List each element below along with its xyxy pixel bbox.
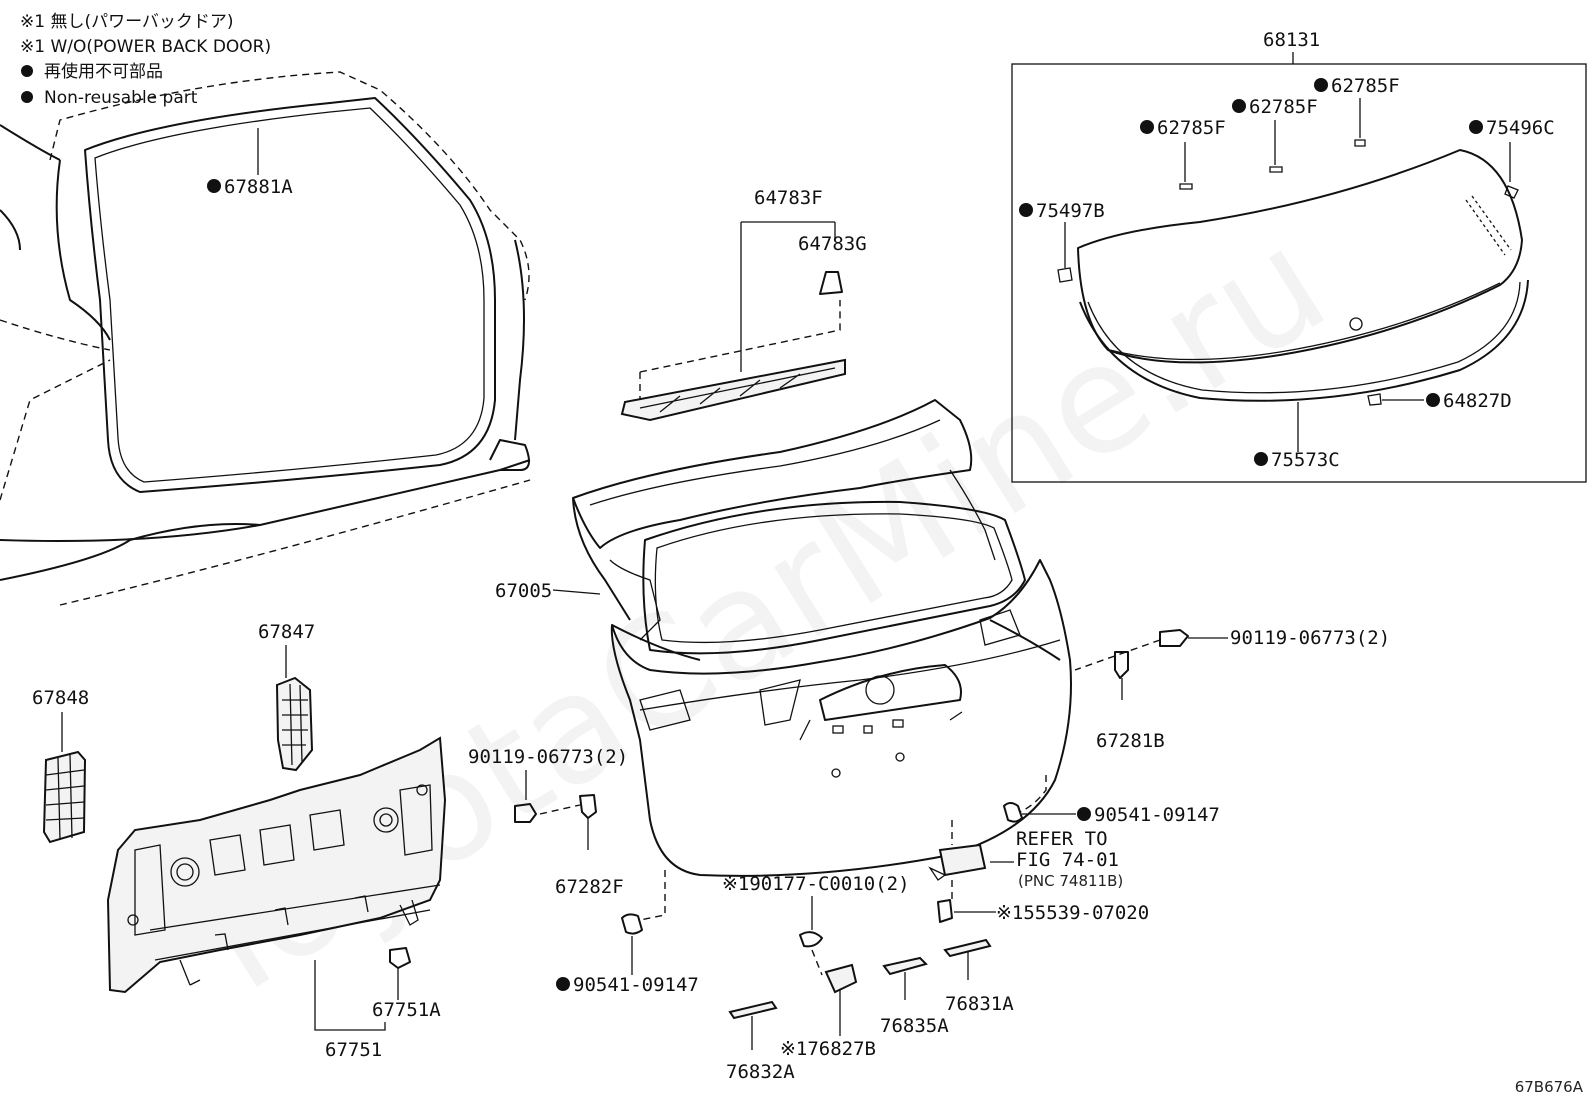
cover-67847-ribs <box>282 683 308 766</box>
non-reusable-dot-icon <box>556 977 570 991</box>
non-reusable-dot-icon <box>1426 393 1440 407</box>
guide-line <box>1074 639 1161 671</box>
back-glass <box>1077 149 1523 364</box>
non-reusable-dot-icon <box>207 179 221 193</box>
part-label-90119-left: 90119-06773(2) <box>468 746 628 768</box>
guide-line <box>639 870 666 921</box>
cover-67848-ribs <box>45 754 85 841</box>
refer-line-2: FIG 74-01 <box>1016 849 1119 871</box>
non-reusable-dot-icon <box>21 91 33 103</box>
leader-lines <box>1064 98 1511 268</box>
bolt-90119-right <box>1159 629 1189 647</box>
glass-dam-inner <box>1087 281 1521 394</box>
part-label-90177: ※190177-C0010(2) <box>722 873 910 895</box>
license-lamp-housing <box>819 664 962 721</box>
garnish-64783F <box>620 358 846 422</box>
part-label-90119-right: 90119-06773(2) <box>1230 627 1390 649</box>
garnish-ribs <box>639 367 836 413</box>
part-label-64783F: 64783F <box>754 187 823 209</box>
vehicle-body-outline <box>0 71 531 606</box>
figure-code: 67B676A <box>1515 1078 1584 1096</box>
note-line-1: ※1 無し(パワーバックドア) <box>20 12 234 32</box>
screw-90177 <box>799 931 823 948</box>
part-label-67847: 67847 <box>258 621 315 643</box>
bolt-90119-left <box>514 803 537 823</box>
part-label-76832A: 76832A <box>726 1061 795 1083</box>
part-label-62785F-a: 62785F <box>1331 75 1400 97</box>
non-reusable-dot-icon <box>21 65 33 77</box>
part-label-75573C: 75573C <box>1271 449 1340 471</box>
part-label-67751A: 67751A <box>372 999 441 1021</box>
glass-dam-75573C <box>1079 279 1529 402</box>
part-label-67848: 67848 <box>32 687 89 709</box>
guide-line <box>811 949 823 976</box>
back-door-panel-67005 <box>572 399 1072 877</box>
part-label-75497B: 75497B <box>1036 200 1105 222</box>
license-plate-lamp-tab <box>928 866 947 881</box>
part-label-75496C: 75496C <box>1486 117 1555 139</box>
part-label-76831A: 76831A <box>945 993 1014 1015</box>
clip-67751A <box>389 947 411 969</box>
note-line-3: 再使用不可部品 <box>44 61 163 82</box>
note-line-4: Non-reusable part <box>44 88 198 108</box>
part-label-64827D: 64827D <box>1443 390 1512 412</box>
part-label-67281B: 67281B <box>1096 730 1165 752</box>
cover-76835A <box>882 956 928 976</box>
cover-76832A <box>728 1000 778 1020</box>
leader-line <box>740 221 836 372</box>
defogger-lines <box>1465 195 1512 256</box>
bracket-176827B <box>824 963 858 994</box>
guide-line <box>539 804 581 815</box>
leader-line <box>552 589 601 595</box>
cushion-90541-right <box>1003 802 1023 823</box>
part-label-68131: 68131 <box>1263 29 1320 51</box>
clip-64827D <box>1367 393 1382 406</box>
non-reusable-dot-icon <box>1254 452 1268 466</box>
note-line-2: ※1 W/O(POWER BACK DOOR) <box>20 37 271 57</box>
part-label-67751: 67751 <box>325 1039 382 1061</box>
latch-67281B <box>1114 651 1129 679</box>
part-label-67282F: 67282F <box>555 876 624 898</box>
glass-hole <box>1349 317 1363 331</box>
latch-67282F <box>579 794 597 819</box>
back-glass-edge <box>1109 282 1501 361</box>
part-label-67881A: 67881A <box>224 176 293 198</box>
part-label-76835A: 76835A <box>880 1015 949 1037</box>
non-reusable-dot-icon <box>1140 120 1154 134</box>
cover-76831A <box>943 938 992 958</box>
part-label-90541-left: 90541-09147 <box>573 974 699 996</box>
glass-assembly-box <box>1011 63 1587 483</box>
part-label-176827B: ※176827B <box>780 1038 876 1060</box>
cushion-90541-left <box>621 913 643 935</box>
guide-line <box>639 300 841 373</box>
non-reusable-dot-icon <box>1019 203 1033 217</box>
part-label-62785F-b: 62785F <box>1249 96 1318 118</box>
clip-64783G <box>819 271 843 295</box>
glass-clips <box>1057 139 1519 283</box>
non-reusable-dot-icon <box>1077 807 1091 821</box>
non-reusable-dot-icon <box>1469 120 1483 134</box>
back-door-trim-panel-67751 <box>106 736 447 994</box>
refer-line-3: (PNC 74811B) <box>1018 872 1123 890</box>
part-label-90541-right: 90541-09147 <box>1094 804 1220 826</box>
non-reusable-dot-icon <box>1314 78 1328 92</box>
socket-155539 <box>937 899 953 923</box>
part-label-62785F-c: 62785F <box>1157 117 1226 139</box>
license-plate-lamp <box>938 843 987 877</box>
refer-line-1: REFER TO <box>1016 828 1108 850</box>
non-reusable-dot-icon <box>1232 99 1246 113</box>
cover-67847 <box>275 676 314 772</box>
part-label-67005: 67005 <box>495 580 552 602</box>
leader-line <box>314 960 386 1031</box>
guide-line <box>1019 775 1047 813</box>
part-label-155539: ※155539-07020 <box>996 902 1149 924</box>
part-label-64783G: 64783G <box>798 233 867 255</box>
cover-67848 <box>42 750 87 844</box>
